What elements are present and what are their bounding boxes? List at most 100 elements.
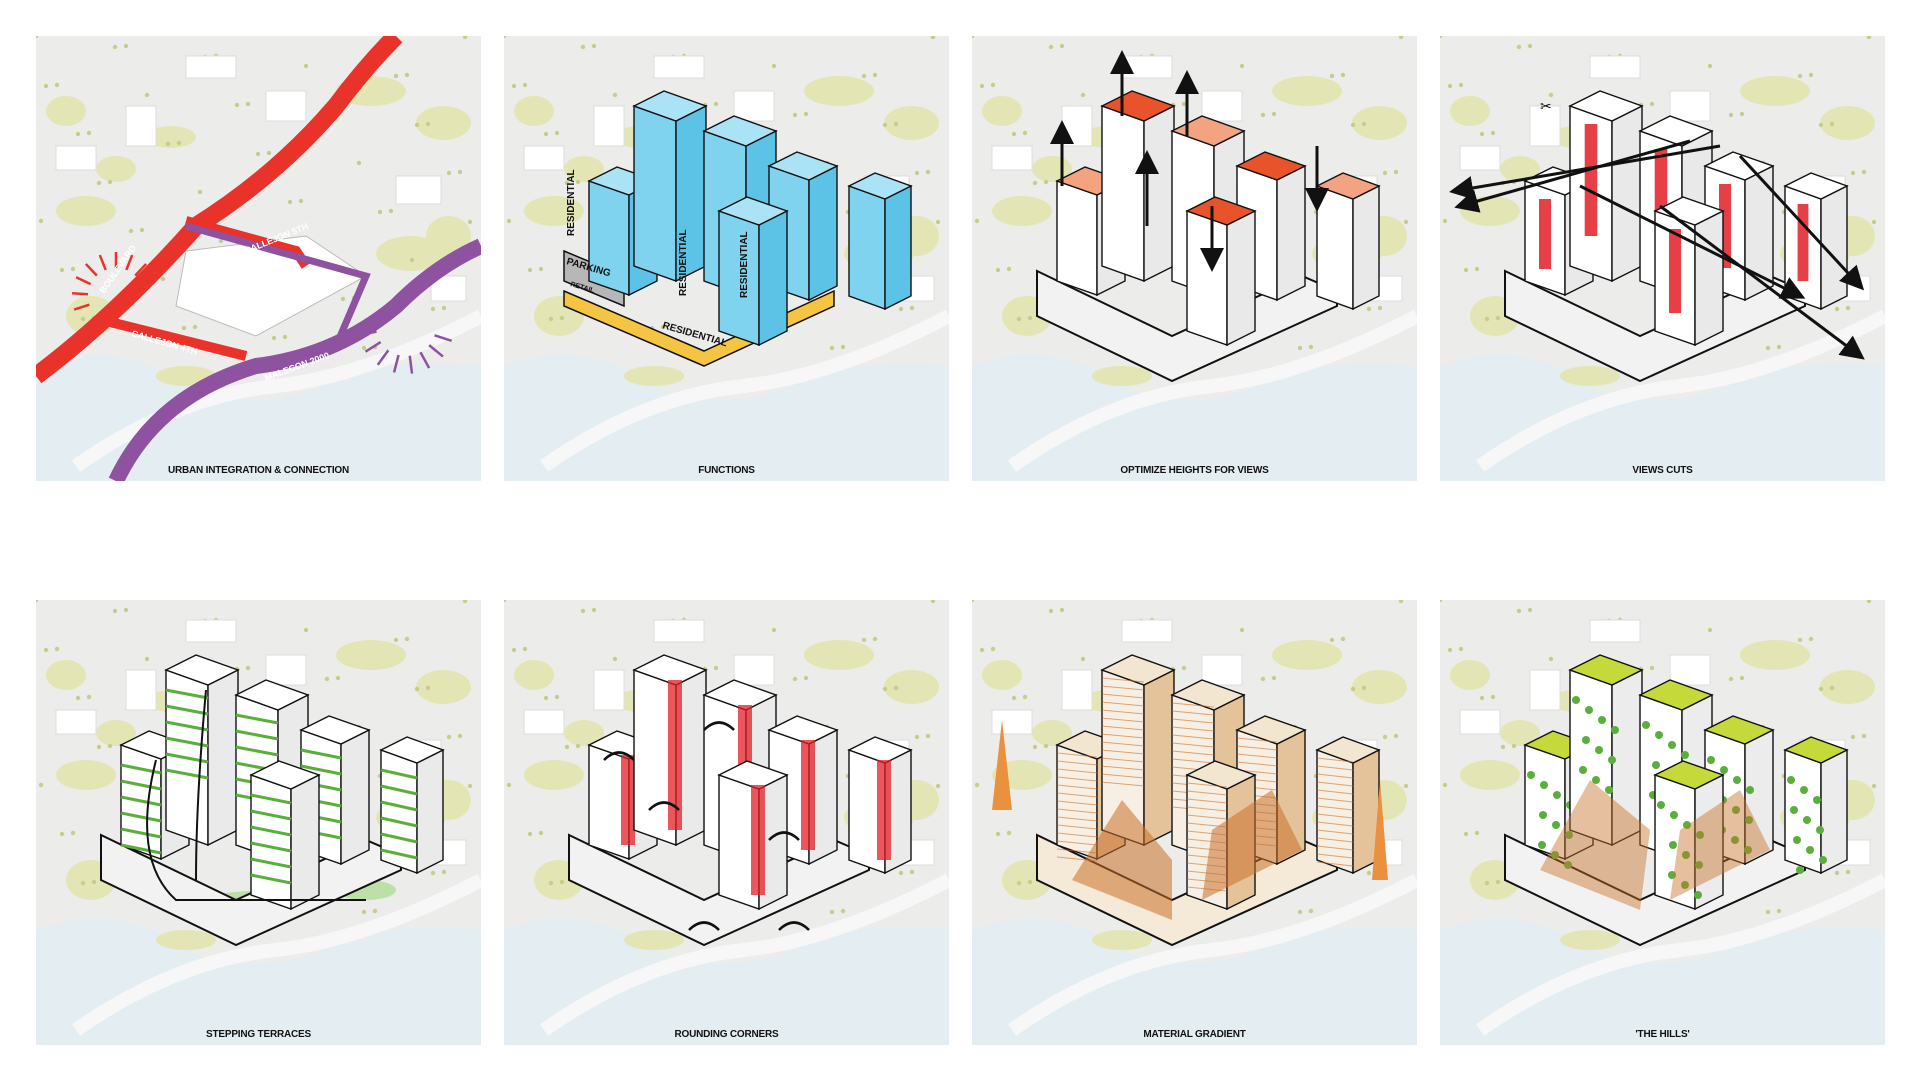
tower [379,736,445,875]
water [504,918,949,1045]
tree-dot [1048,44,1054,50]
tree-dot [112,608,118,614]
tree-dot [1850,170,1856,176]
tree-dot [1866,36,1872,40]
tree-dot [123,43,129,49]
tree-dot [1463,831,1469,837]
tree-dot [1048,608,1054,614]
context-building [1061,669,1093,711]
terrace-strip [300,764,342,776]
panel-drawing-hills [1440,600,1885,1045]
tree-dot [1181,101,1187,107]
terrace-strip [120,843,162,855]
tree-dot [388,208,394,214]
planting [1642,721,1650,729]
planting [1565,831,1573,839]
diagram-panel-views: ✂VIEWS CUTS [1440,36,1885,481]
tree-dot [1474,266,1480,272]
tree-dot [1850,734,1856,740]
tree-dot [128,228,134,234]
tree-dot [564,744,570,750]
tree-dot [1006,830,1012,836]
vegetation-patch [56,760,116,790]
tree-dot [1649,665,1655,671]
tower [1568,654,1644,847]
planting [1592,776,1600,784]
context-building [185,55,237,79]
tree-dot [972,600,975,603]
tree-dot [935,783,941,789]
tree-dot [1649,101,1655,107]
tree-dot [1527,607,1533,613]
terrace-strip [380,832,418,844]
tree-dot [1398,600,1404,604]
tree-dot [898,870,904,876]
tree-dot [522,646,528,652]
tree-dot [1818,122,1824,128]
residential-tower [717,196,789,347]
vegetation-patch [1272,640,1342,670]
panel-caption: 'THE HILLS' [1635,1029,1690,1040]
tree-dot [441,305,447,311]
vegetation-patch [1352,106,1407,140]
planting [1731,836,1739,844]
vegetation-patch [96,720,136,746]
water [1440,354,1885,481]
tree-dot [504,36,507,39]
tree-dot [1739,111,1745,117]
planting [1669,841,1677,849]
tree-dot [1458,82,1464,88]
vegetation-patch [1032,720,1072,746]
hill-core [1670,790,1770,900]
context-building [1529,105,1561,147]
context-building [125,669,157,711]
tree-dot [176,140,182,146]
terrace-strip [165,704,209,716]
tree-dot [1393,169,1399,175]
tree-dot [914,734,920,740]
planting [1552,821,1560,829]
tree-dot [559,879,565,885]
tree-dot [1403,219,1409,225]
tree-dot [1765,345,1771,351]
vegetation-patch [416,670,471,704]
tree-dot [1382,734,1388,740]
tree-dot [1027,315,1033,321]
map-label: RESIDENTIAL [678,229,689,296]
tree-dot [1516,608,1522,614]
tree-dot [1382,170,1388,176]
tower [1100,90,1176,283]
tree-dot [872,72,878,78]
hill-core [1540,780,1650,910]
tree-dot [1239,63,1245,69]
vegetation-patch [1820,670,1875,704]
tree-dot [457,169,463,175]
tree-dot [935,219,941,225]
tree-dot [425,685,431,691]
tree-dot [1006,266,1012,272]
tree-dot [36,600,39,603]
tree-dot [1818,686,1824,692]
tree-dot [713,101,719,107]
vegetation-patch [884,670,939,704]
tree-dot [882,122,888,128]
tree-dot [1043,743,1049,749]
tree-dot [1776,344,1782,350]
vegetation-patch [1352,670,1407,704]
tree-dot [538,266,544,272]
context-building [991,709,1033,735]
vegetation-patch [56,196,116,226]
planting [1582,736,1590,744]
vegetation-patch [624,366,684,386]
map-label: RESIDENTIAL [739,231,750,298]
context-building [593,105,625,147]
tower [717,760,789,911]
planting [1668,741,1676,749]
vegetation-patch [1450,660,1490,690]
terrace-strip [120,779,162,791]
tree-dot [1861,169,1867,175]
planting [1668,871,1676,879]
tree-dot [580,608,586,614]
tree-dot [893,121,899,127]
